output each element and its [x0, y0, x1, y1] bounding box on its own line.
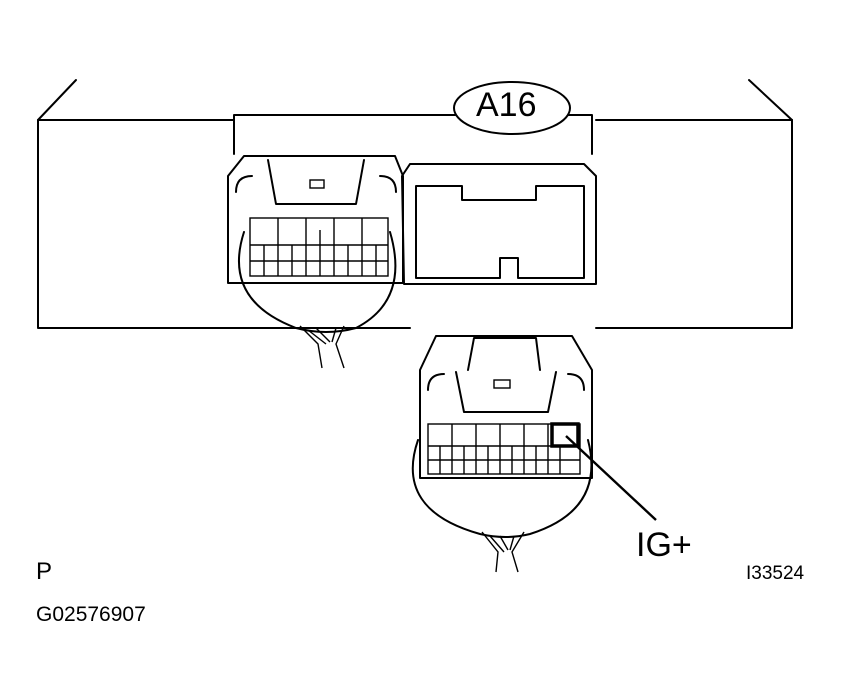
wire-harness-lower — [411, 439, 593, 573]
harness-connector — [419, 335, 593, 479]
ig-plus-leader-line — [565, 435, 657, 521]
wire-harness-left — [238, 231, 397, 369]
connector-label: A16 — [476, 86, 537, 124]
corner-letter: P — [36, 558, 53, 585]
figure-id: I33524 — [746, 563, 805, 584]
ig-plus-pin-highlight — [550, 422, 580, 448]
ecu-receptacle-right — [401, 163, 597, 285]
document-code: G02576907 — [36, 603, 146, 626]
pin-label: IG+ — [636, 526, 692, 564]
ecu-body — [37, 79, 793, 329]
connector-label-ellipse — [453, 81, 571, 135]
mounted-connector-left — [227, 155, 404, 284]
